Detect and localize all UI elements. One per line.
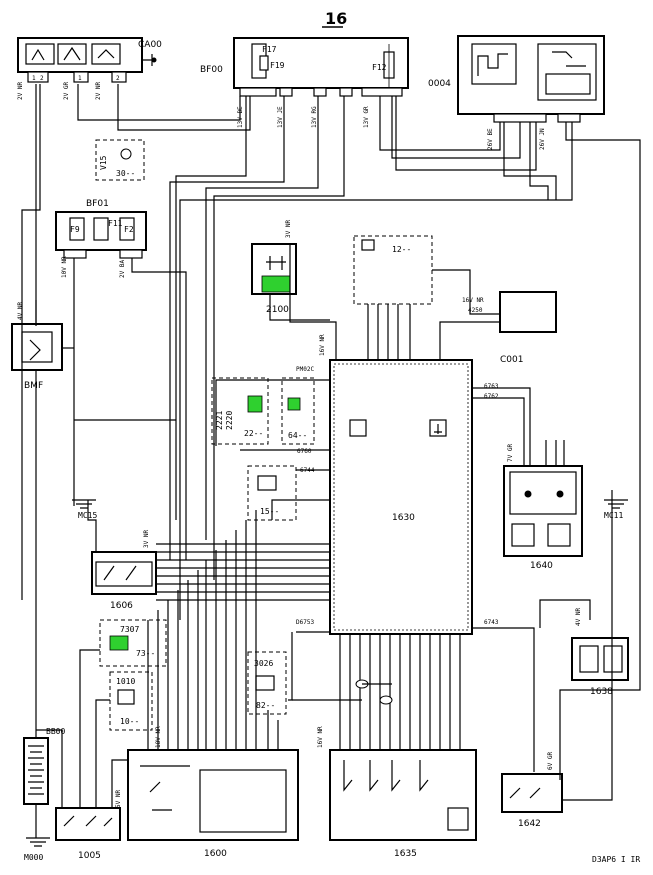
svg-text:4V NR: 4V NR [17,302,24,320]
svg-text:13V RG: 13V RG [311,106,318,128]
svg-text:1638: 1638 [590,687,613,697]
svg-text:16V NR: 16V NR [462,297,484,304]
svg-text:M000: M000 [24,853,43,862]
svg-text:5V NR: 5V NR [115,790,122,808]
svg-text:CA00: CA00 [138,40,162,50]
connector-1642: 1642 [501,773,563,829]
svg-text:D6753: D6753 [296,619,314,626]
ground-mc11: MC11 [604,499,628,520]
connector-1606: 1606 [91,551,157,611]
svg-text:4V NR: 4V NR [575,608,582,626]
connector-1600: 1600 [127,749,299,859]
svg-text:82--: 82-- [256,701,275,710]
svg-text:F12: F12 [372,63,387,72]
svg-text:6V GR: 6V GR [547,752,554,770]
block-v15: V15 30-- [95,139,145,181]
connector-2100: 2100 [251,243,297,315]
svg-text:2220: 2220 [225,411,234,430]
svg-text:F11: F11 [108,219,123,228]
connector-0004: 0004 [428,35,605,123]
wires [21,84,641,838]
svg-text:30--: 30-- [116,169,135,178]
svg-text:1635: 1635 [394,849,417,859]
svg-text:F2: F2 [124,225,134,234]
connector-bf00: F17 F19 F12 BF00 [200,37,409,97]
connector-1635: 1635 [329,749,477,859]
svg-text:1630: 1630 [392,513,415,523]
svg-text:6760: 6760 [297,448,312,455]
svg-text:3V NR: 3V NR [143,530,150,548]
connector-bmf: BMF [11,323,63,391]
ecu-1630: 1630 PM02C 6760 6744 D6753 6743 6763 676… [296,334,499,635]
svg-text:3V NR: 3V NR [285,220,292,238]
block-73: 7307 73-- [99,619,167,667]
svg-text:1640: 1640 [530,561,553,571]
svg-text:64--: 64-- [288,431,307,440]
svg-text:2100: 2100 [266,305,289,315]
svg-text:V15: V15 [99,155,108,170]
battery-bb00: BB00 [23,727,65,805]
svg-text:BB00: BB00 [46,727,65,736]
svg-text:6743: 6743 [484,619,499,626]
svg-text:C001: C001 [500,355,523,365]
svg-text:4250: 4250 [468,307,483,314]
connector-1638: 1638 [571,637,629,697]
svg-text:1606: 1606 [110,601,133,611]
svg-text:1600: 1600 [204,849,227,859]
block-64: 64-- [281,377,315,445]
svg-text:6762: 6762 [484,393,499,400]
connector-1005: 1005 [55,807,121,861]
svg-text:13V JE: 13V JE [277,106,284,128]
svg-text:73--: 73-- [136,649,155,658]
svg-text:PM02C: PM02C [296,366,314,373]
svg-text:26V JN: 26V JN [539,128,546,150]
svg-text:1005: 1005 [78,851,101,861]
connector-c001: C001 16V NR 4250 [462,291,557,365]
block-12: 12-- [353,235,433,305]
block-82: 3026 82-- [247,651,287,715]
svg-text:2: 2 [40,75,44,82]
svg-text:1642: 1642 [518,819,541,829]
svg-text:2221: 2221 [215,411,224,430]
ground-m000: M000 [24,837,50,862]
svg-text:7V GR: 7V GR [507,444,514,462]
connector-bf01: F9 F11 F2 BF01 [55,199,147,259]
svg-text:MC11: MC11 [604,511,623,520]
svg-text:2V BA: 2V BA [119,260,126,278]
svg-text:16V NR: 16V NR [317,726,324,748]
svg-text:13V GR: 13V GR [363,106,370,128]
block-22: 2221 2220 22-- [211,377,269,445]
svg-text:0004: 0004 [428,79,451,89]
svg-text:10--: 10-- [120,717,139,726]
diagram-title: 16 [325,9,347,28]
svg-text:1: 1 [78,75,82,82]
svg-text:16V NR: 16V NR [319,334,326,356]
svg-text:6763: 6763 [484,383,499,390]
svg-text:1010: 1010 [116,677,135,686]
svg-text:BF01: BF01 [86,199,109,209]
svg-text:2: 2 [116,75,120,82]
svg-text:2V NR: 2V NR [17,82,24,100]
svg-text:1: 1 [32,75,36,82]
svg-text:F19: F19 [270,61,285,70]
svg-text:7307: 7307 [120,625,139,634]
reference-code: D3AP6 I IR [592,855,640,864]
svg-text:22--: 22-- [244,429,263,438]
svg-text:F17: F17 [262,45,277,54]
svg-text:F9: F9 [70,225,80,234]
svg-text:2V GR: 2V GR [63,82,70,100]
svg-text:12--: 12-- [392,245,411,254]
ground-mc15: MC15 [72,499,97,520]
svg-text:15--: 15-- [260,507,279,516]
svg-text:26V BE: 26V BE [487,128,494,150]
svg-text:10V NR: 10V NR [61,256,68,278]
svg-text:3026: 3026 [254,659,273,668]
connector-1640: 1640 [503,465,583,571]
svg-text:2V NR: 2V NR [95,82,102,100]
block-10: 1010 10-- [109,671,153,731]
svg-text:BMF: BMF [24,381,43,391]
svg-text:BF00: BF00 [200,65,223,75]
